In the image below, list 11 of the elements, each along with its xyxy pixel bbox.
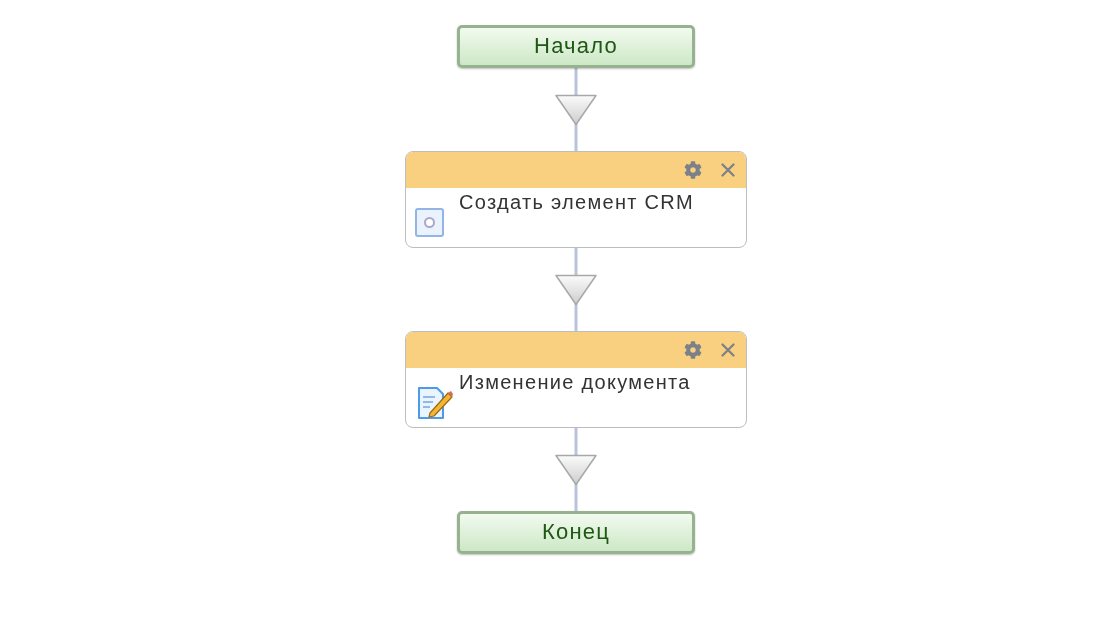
node-label: Конец [541,518,610,545]
activity-title: Создать элемент CRM [459,190,695,214]
arrow [555,248,597,331]
activity-title: Изменение документа [459,370,692,394]
arrow [555,68,597,151]
activity-card [405,331,747,428]
activity-card [405,151,747,248]
terminal-box [457,25,695,68]
node-label: Начало [534,32,618,59]
arrow [555,428,597,511]
terminal-box [457,511,695,554]
